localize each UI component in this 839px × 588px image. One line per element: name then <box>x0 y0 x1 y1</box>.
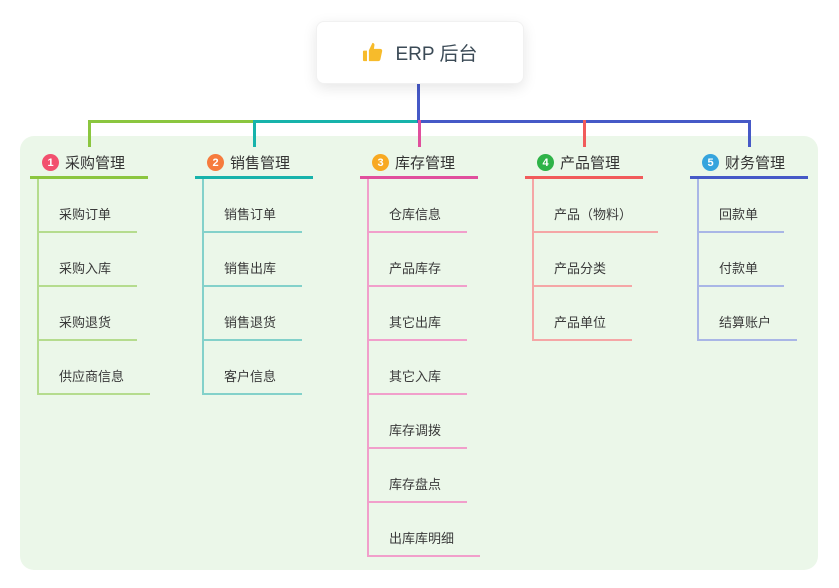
branch-node[interactable]: 3 库存管理 <box>360 149 478 179</box>
child-row: 其它入库 <box>369 341 480 395</box>
child-row: 供应商信息 <box>39 341 151 395</box>
branch-number-badge: 3 <box>372 154 389 171</box>
child-node[interactable]: 销售出库 <box>204 258 303 287</box>
child-row: 销售订单 <box>204 179 303 233</box>
child-row: 结算账户 <box>699 287 798 341</box>
child-row: 出库库明细 <box>369 503 481 557</box>
branch-drop-line <box>88 120 91 147</box>
thumbs-up-icon <box>362 41 385 64</box>
root-node-label: ERP 后台 <box>395 44 478 65</box>
root-connector-line <box>417 82 420 123</box>
branch-number-badge: 1 <box>42 154 59 171</box>
child-row: 产品（物料） <box>534 179 659 233</box>
branch-node-label: 库存管理 <box>395 155 456 172</box>
bus-segment <box>253 120 420 123</box>
child-row: 其它出库 <box>369 287 480 341</box>
mindmap-panel <box>20 136 818 570</box>
branch-number-badge: 2 <box>207 154 224 171</box>
child-row: 采购订单 <box>39 179 150 233</box>
child-node[interactable]: 采购订单 <box>39 204 138 233</box>
child-node[interactable]: 采购入库 <box>39 258 138 287</box>
branch-node-label: 销售管理 <box>230 155 291 172</box>
branch-number-badge: 5 <box>702 154 719 171</box>
child-row: 仓库信息 <box>369 179 480 233</box>
branch-node-label: 财务管理 <box>725 155 786 172</box>
child-row: 销售退货 <box>204 287 303 341</box>
branch-children: 销售订单销售出库销售退货客户信息 <box>202 179 303 395</box>
child-node[interactable]: 其它入库 <box>369 366 468 395</box>
child-node[interactable]: 库存盘点 <box>369 474 468 503</box>
branch-node-label: 采购管理 <box>65 155 126 172</box>
root-node[interactable]: ERP 后台 <box>316 21 524 84</box>
child-node[interactable]: 产品单位 <box>534 312 633 341</box>
child-node[interactable]: 结算账户 <box>699 312 798 341</box>
child-node[interactable]: 产品分类 <box>534 258 633 287</box>
branch-node[interactable]: 4 产品管理 <box>525 149 643 179</box>
child-row: 采购入库 <box>39 233 150 287</box>
child-node[interactable]: 销售订单 <box>204 204 303 233</box>
branch-children: 回款单付款单结算账户 <box>697 179 798 341</box>
child-row: 销售出库 <box>204 233 303 287</box>
child-row: 产品单位 <box>534 287 658 341</box>
branch-node-label: 产品管理 <box>560 155 621 172</box>
branch-children: 采购订单采购入库采购退货供应商信息 <box>37 179 151 395</box>
branch-children: 仓库信息产品库存其它出库其它入库库存调拨库存盘点出库库明细 <box>367 179 481 557</box>
child-node[interactable]: 出库库明细 <box>369 528 481 557</box>
thumbs-up-path <box>363 42 383 62</box>
child-row: 回款单 <box>699 179 797 233</box>
branch-number-badge: 4 <box>537 154 554 171</box>
child-row: 产品分类 <box>534 233 658 287</box>
bus-segment <box>88 120 255 123</box>
child-node[interactable]: 付款单 <box>699 258 785 287</box>
branch-drop-line <box>253 120 256 147</box>
child-row: 库存盘点 <box>369 449 480 503</box>
branch-node[interactable]: 1 采购管理 <box>30 149 148 179</box>
branch-drop-line <box>748 120 751 147</box>
child-node[interactable]: 采购退货 <box>39 312 138 341</box>
child-node[interactable]: 库存调拨 <box>369 420 468 449</box>
branch-children: 产品（物料） 产品分类产品单位 <box>532 179 659 341</box>
child-row: 客户信息 <box>204 341 303 395</box>
child-row: 采购退货 <box>39 287 150 341</box>
child-row: 产品库存 <box>369 233 480 287</box>
child-node[interactable]: 销售退货 <box>204 312 303 341</box>
branch-drop-line <box>418 120 421 147</box>
branch-drop-line <box>583 120 586 147</box>
child-node[interactable]: 回款单 <box>699 204 785 233</box>
child-node[interactable]: 产品库存 <box>369 258 468 287</box>
child-row: 库存调拨 <box>369 395 480 449</box>
child-node[interactable]: 客户信息 <box>204 366 303 395</box>
child-node[interactable]: 产品（物料） <box>534 204 659 233</box>
branch-node[interactable]: 2 销售管理 <box>195 149 313 179</box>
branch-node[interactable]: 5 财务管理 <box>690 149 808 179</box>
child-node[interactable]: 其它出库 <box>369 312 468 341</box>
child-node[interactable]: 仓库信息 <box>369 204 468 233</box>
child-row: 付款单 <box>699 233 797 287</box>
child-node[interactable]: 供应商信息 <box>39 366 151 395</box>
